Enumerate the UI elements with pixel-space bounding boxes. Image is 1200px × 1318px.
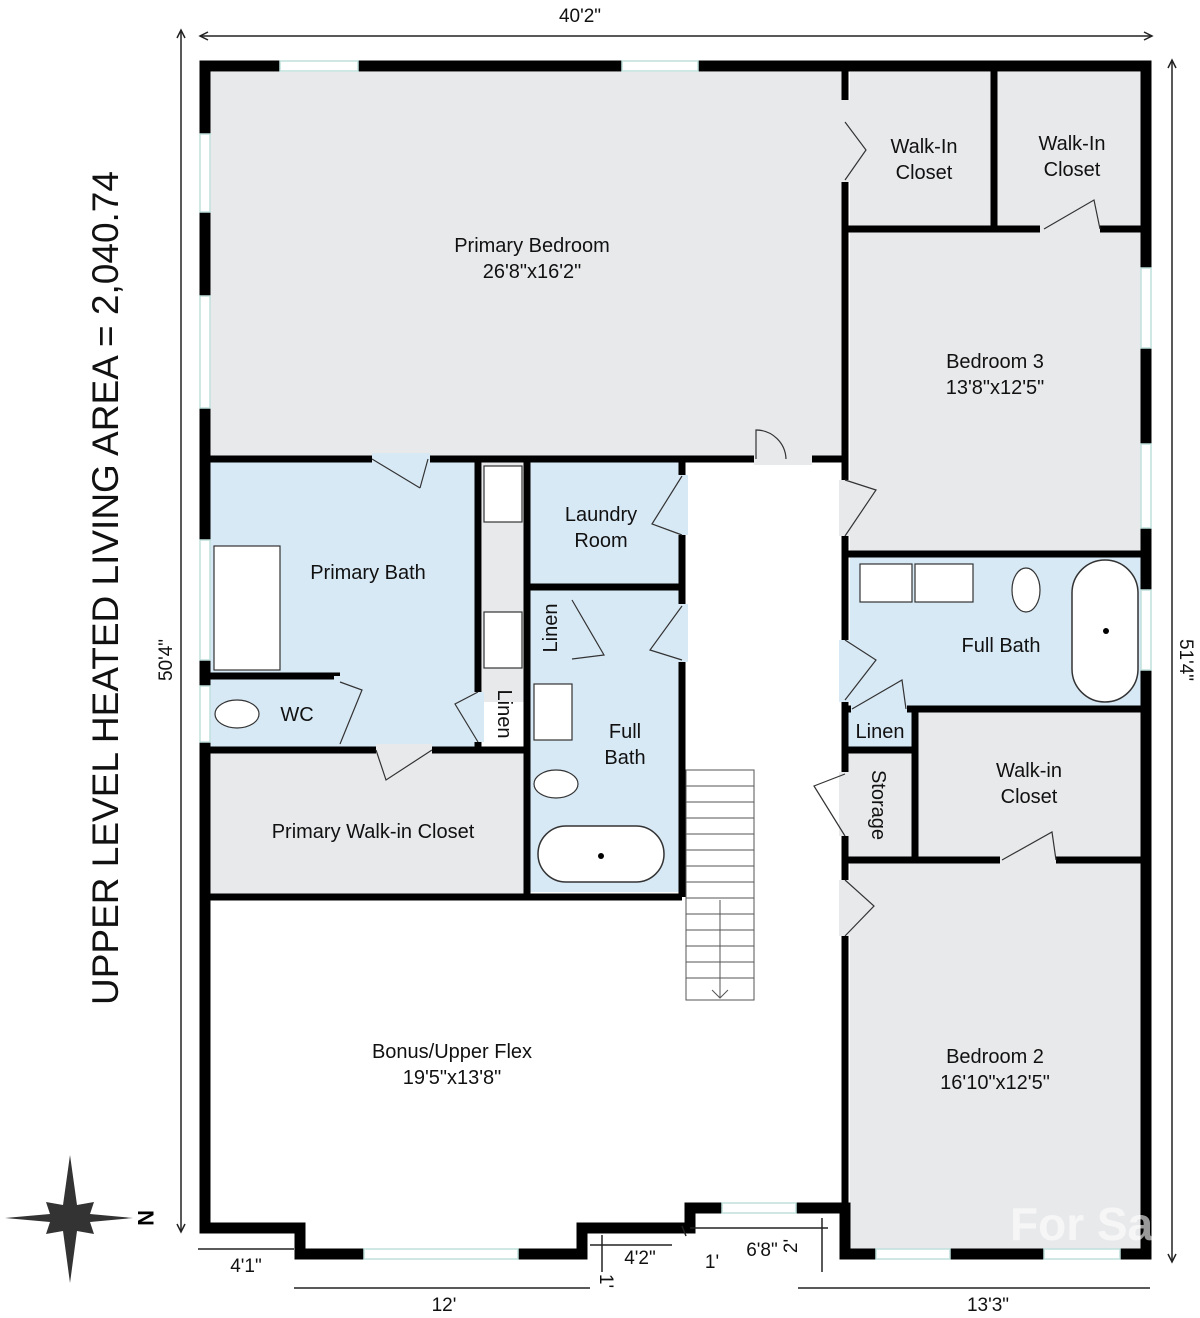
room-bedroom-2	[850, 862, 1142, 1256]
room-storage	[848, 752, 912, 858]
label-wc: WC	[280, 704, 313, 726]
label-primary-bedroom: Primary Bedroom	[454, 235, 610, 257]
room-bedroom-3	[850, 232, 1142, 552]
compass-north-label: N	[133, 1210, 158, 1226]
room-laundry	[530, 462, 680, 586]
dimension-right: 51'4"	[1175, 639, 1196, 681]
label-walk-in-closet-2a: Walk-In	[1038, 133, 1105, 155]
label-laundry-b: Room	[574, 530, 627, 552]
size-primary-bedroom: 26'8"x16'2"	[483, 261, 582, 283]
label-walk-in-closet-3a: Walk-in	[996, 760, 1062, 782]
label-walk-in-closet-1a: Walk-In	[890, 136, 957, 158]
label-storage: Storage	[867, 770, 889, 840]
label-linen-1: Linen	[540, 604, 562, 653]
dimension-bottom-1b: 1'	[705, 1252, 719, 1273]
dimension-bottom-12: 12'	[432, 1295, 457, 1316]
toilet	[1011, 567, 1041, 613]
toilet	[214, 699, 260, 729]
room-walk-in-closet-2	[996, 72, 1142, 226]
dimension-lines	[176, 28, 1177, 1289]
label-primary-walk-in-closet: Primary Walk-in Closet	[272, 821, 475, 843]
label-full-bath-mid-b: Bath	[604, 747, 645, 769]
sink	[859, 563, 913, 603]
watermark: For Sale Copyright	[1010, 1198, 1200, 1250]
exterior-walls	[199, 60, 1152, 1260]
label-linen-2: Linen	[493, 690, 515, 739]
room-walk-in-closet-1	[850, 72, 992, 226]
tub-primary	[213, 545, 281, 671]
room-primary-bedroom	[210, 72, 842, 456]
dimension-top: 40'2"	[559, 6, 601, 27]
sink	[483, 465, 523, 523]
dimension-bottom-right: 13'3"	[967, 1295, 1009, 1316]
label-primary-bath: Primary Bath	[310, 562, 426, 584]
label-laundry-a: Laundry	[565, 504, 637, 526]
sink	[914, 563, 974, 603]
staircase	[685, 769, 755, 1001]
label-bonus-flex: Bonus/Upper Flex	[372, 1041, 532, 1063]
label-walk-in-closet-3b: Closet	[1001, 786, 1058, 808]
dimension-bottom-6-8: 6'8"	[746, 1240, 778, 1261]
room-primary-walk-in-closet	[210, 752, 524, 894]
sink	[533, 683, 573, 741]
size-bonus-flex: 19'5"x13'8"	[403, 1067, 502, 1089]
compass-icon	[5, 1155, 133, 1283]
dimension-bottom-4-2: 4'2"	[624, 1248, 656, 1269]
label-bedroom-3: Bedroom 3	[946, 351, 1044, 373]
doors	[334, 100, 1101, 937]
dimension-left: 50'4"	[156, 639, 177, 681]
area-title: UPPER LEVEL HEATED LIVING AREA = 2,040.7…	[85, 171, 126, 1005]
dimension-bottom-2: 2'	[781, 1239, 802, 1253]
dimension-bottom-left: 4'1"	[230, 1256, 262, 1277]
label-linen-3: Linen	[856, 721, 905, 743]
label-full-bath-right: Full Bath	[962, 635, 1041, 657]
label-walk-in-closet-2b: Closet	[1044, 159, 1101, 181]
label-walk-in-closet-1b: Closet	[896, 162, 953, 184]
dimension-bottom-1a: 1'	[595, 1274, 616, 1288]
size-bedroom-2: 16'10"x12'5"	[940, 1072, 1050, 1094]
windows	[199, 60, 1152, 1260]
label-bedroom-2: Bedroom 2	[946, 1046, 1044, 1068]
label-full-bath-mid-a: Full	[609, 721, 641, 743]
sink	[483, 611, 523, 669]
room-walk-in-closet-3	[918, 712, 1142, 858]
toilet	[533, 769, 579, 799]
size-bedroom-3: 13'8"x12'5"	[946, 377, 1045, 399]
